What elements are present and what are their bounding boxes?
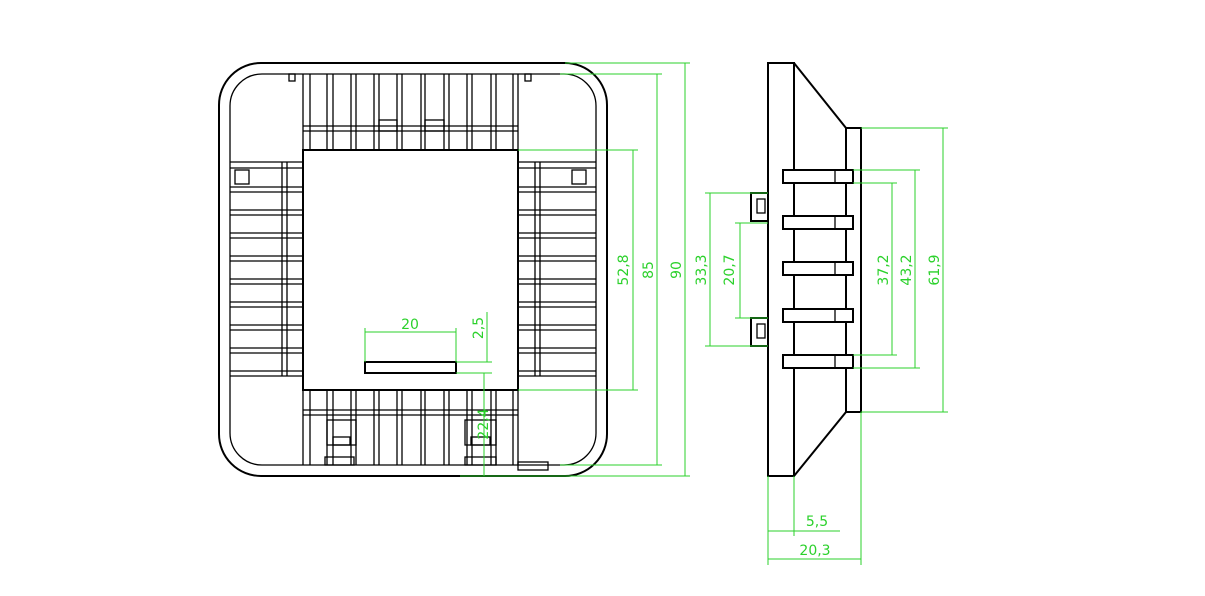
dim-90: 90: [669, 261, 685, 279]
top-fins: [302, 74, 519, 150]
front-dimensions: 52,8 85 90 20 2,5 22,4: [364, 62, 690, 477]
dim-61-9: 61,9: [927, 254, 943, 285]
outer-frame: [218, 62, 608, 477]
dim-43-2: 43,2: [899, 254, 915, 285]
dim-37-2: 37,2: [876, 254, 892, 285]
center-slot: [364, 361, 457, 374]
dim-33-3: 33,3: [694, 254, 710, 285]
dim-52-8: 52,8: [616, 254, 632, 285]
left-fins: [230, 161, 303, 377]
top-tab-left: [288, 73, 296, 82]
right-clip: [571, 169, 587, 185]
center-plate: [302, 149, 519, 391]
top-tab-right: [524, 73, 532, 82]
dim-2-5: 2,5: [471, 317, 487, 339]
side-view: [750, 62, 862, 477]
left-clip: [234, 169, 250, 185]
dim-85: 85: [641, 261, 657, 279]
side-fins: [782, 169, 854, 369]
side-dimensions: 33,3 20,7 37,2 43,2 61,9 5,5 20,3: [694, 127, 948, 565]
dim-20-3: 20,3: [799, 543, 830, 559]
right-fins: [518, 161, 596, 377]
dim-20-7: 20,7: [722, 254, 738, 285]
dim-20: 20: [401, 317, 419, 333]
front-view: [218, 62, 608, 477]
inner-frame: [229, 73, 597, 466]
dim-5-5: 5,5: [806, 514, 828, 530]
bottom-fins: [302, 390, 549, 471]
dim-22-4: 22,4: [476, 408, 492, 439]
